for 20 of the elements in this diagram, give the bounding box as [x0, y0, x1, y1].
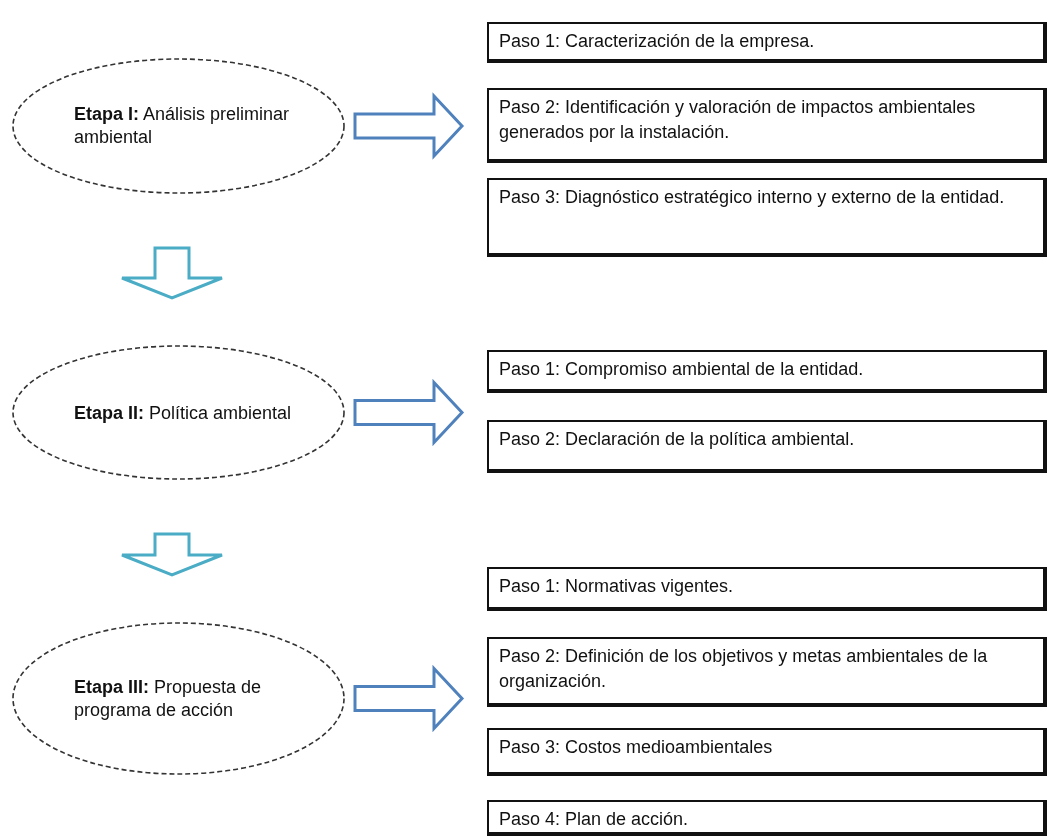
step-box: Paso 1: Caracterización de la empresa.	[487, 22, 1047, 63]
dashed-ellipse	[12, 622, 345, 775]
step-box: Paso 2: Declaración de la política ambiental.	[487, 420, 1047, 473]
step-box: Paso 2: Definición de los objetivos y metas ambientales de la organización.	[487, 637, 1047, 707]
step-box: Paso 1: Compromiso ambiental de la entidad.	[487, 350, 1047, 393]
block-arrow	[120, 532, 224, 577]
block-arrow	[120, 246, 224, 300]
step-box: Paso 3: Costos medioambientales	[487, 728, 1047, 776]
dashed-ellipse	[12, 345, 345, 480]
stage-label: Etapa II: Política ambiental	[74, 401, 293, 424]
step-box: Paso 2: Identificación y valoración de impactos ambientales generados por la instalación.	[487, 88, 1047, 163]
step-box: Paso 1: Normativas vigentes.	[487, 567, 1047, 611]
block-arrow	[353, 664, 465, 733]
block-arrow	[353, 92, 465, 160]
stage-label: Etapa I: Análisis preliminar ambiental	[74, 103, 291, 149]
stage-label: Etapa III: Propuesta de programa de acción	[74, 675, 263, 722]
block-arrow	[353, 378, 465, 447]
step-box: Paso 3: Diagnóstico estratégico interno y externo de la entidad.	[487, 178, 1047, 257]
dashed-ellipse	[12, 58, 345, 194]
step-box: Paso 4: Plan de acción.	[487, 800, 1047, 836]
